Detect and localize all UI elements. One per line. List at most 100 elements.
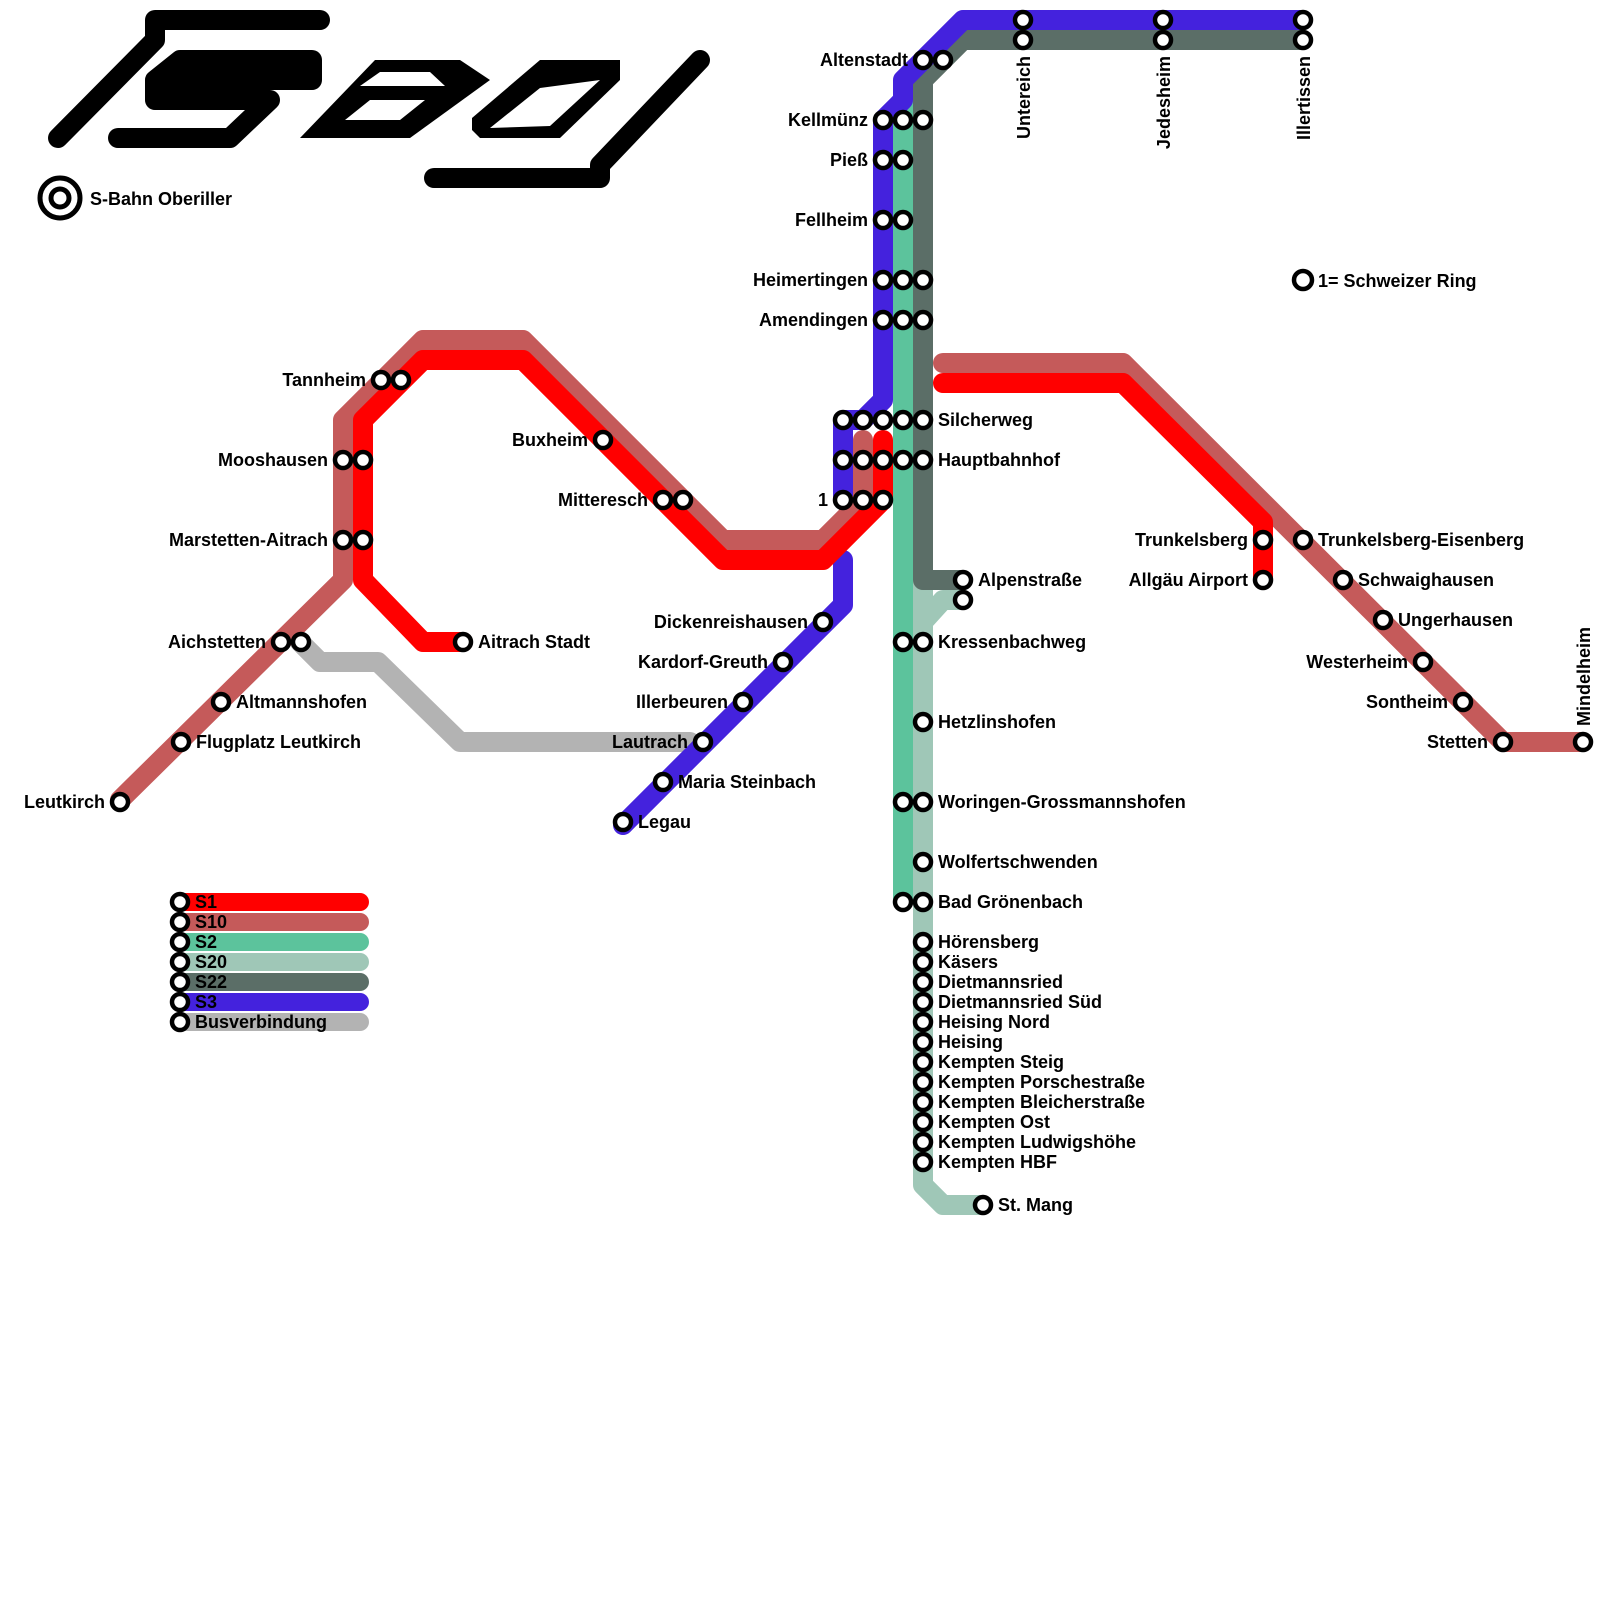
station-maria-steinbach[interactable]: Maria Steinbach bbox=[652, 771, 816, 793]
station-marstetten[interactable]: Marstetten-Aitrach bbox=[169, 529, 374, 551]
station-westerheim[interactable]: Westerheim bbox=[1306, 651, 1434, 673]
legend-label: S3 bbox=[195, 992, 217, 1012]
station-marker bbox=[592, 429, 614, 451]
line-s3-south bbox=[613, 550, 853, 835]
station-marker bbox=[912, 851, 934, 873]
station-label: Wolfertschwenden bbox=[938, 852, 1098, 872]
station-marker bbox=[892, 449, 914, 471]
station-marker bbox=[1332, 569, 1354, 591]
station-marker bbox=[652, 771, 674, 793]
station-kressenbachweg[interactable]: Kressenbachweg bbox=[892, 631, 1086, 653]
station-mooshausen[interactable]: Mooshausen bbox=[218, 449, 374, 471]
station-label: Kellmünz bbox=[788, 110, 868, 130]
station-marker bbox=[812, 611, 834, 633]
station-label: Jedesheim bbox=[1154, 56, 1174, 149]
station-tannheim[interactable]: Tannheim bbox=[282, 369, 412, 391]
station-stetten[interactable]: Stetten bbox=[1427, 731, 1514, 753]
station-label: Schwaighausen bbox=[1358, 570, 1494, 590]
legend-marker bbox=[169, 891, 191, 913]
station-marker bbox=[692, 731, 714, 753]
station-lautrach[interactable]: Lautrach bbox=[612, 731, 714, 753]
station-sontheim[interactable]: Sontheim bbox=[1366, 691, 1474, 713]
station-untereich[interactable]: Untereich bbox=[1012, 9, 1034, 139]
station-kempten-ost[interactable]: Kempten Ost bbox=[912, 1111, 1050, 1133]
station-woringen[interactable]: Woringen-Grossmannshofen bbox=[892, 791, 1186, 813]
station-label: Trunkelsberg-Eisenberg bbox=[1318, 530, 1524, 550]
station-dietmannsried-sued[interactable]: Dietmannsried Süd bbox=[912, 991, 1102, 1013]
station-amendingen[interactable]: Amendingen bbox=[759, 309, 934, 331]
legend-marker bbox=[169, 931, 191, 953]
station-buxheim[interactable]: Buxheim bbox=[512, 429, 614, 451]
station-label: Bad Grönenbach bbox=[938, 892, 1083, 912]
station-hauptbahnhof[interactable]: Hauptbahnhof bbox=[832, 449, 1061, 471]
station-marker bbox=[912, 269, 934, 291]
station-mitteresch[interactable]: Mitteresch bbox=[558, 489, 694, 511]
legend-label: S20 bbox=[195, 952, 227, 972]
station-mindelheim[interactable]: Mindelheim bbox=[1572, 627, 1594, 753]
station-marker bbox=[912, 1011, 934, 1033]
station-kempten-porsche[interactable]: Kempten Porschestraße bbox=[912, 1071, 1145, 1093]
station-kempten-hbf[interactable]: Kempten HBF bbox=[912, 1151, 1057, 1173]
station-label: Heising bbox=[938, 1032, 1003, 1052]
station-marker bbox=[912, 109, 934, 131]
station-marker bbox=[1292, 29, 1314, 51]
station-aitrach-stadt[interactable]: Aitrach Stadt bbox=[452, 631, 590, 653]
station-hoerensberg[interactable]: Hörensberg bbox=[912, 931, 1039, 953]
station-schwaighausen[interactable]: Schwaighausen bbox=[1332, 569, 1494, 591]
station-aichstetten[interactable]: Aichstetten bbox=[168, 631, 312, 653]
legend-label: S10 bbox=[195, 912, 227, 932]
station-marker bbox=[370, 369, 392, 391]
station-marker bbox=[1452, 691, 1474, 713]
station-label: Käsers bbox=[938, 952, 998, 972]
station-kempten-bleicher[interactable]: Kempten Bleicherstraße bbox=[912, 1091, 1145, 1113]
bus-route bbox=[290, 632, 700, 752]
station-label: Kempten Ost bbox=[938, 1112, 1050, 1132]
station-legau[interactable]: Legau bbox=[612, 811, 691, 833]
station-bad-groenenbach[interactable]: Bad Grönenbach bbox=[892, 891, 1083, 913]
station-kempten-steig[interactable]: Kempten Steig bbox=[912, 1051, 1064, 1073]
station-wolfertschwenden[interactable]: Wolfertschwenden bbox=[912, 851, 1098, 873]
sbo-logo-icon bbox=[48, 10, 710, 188]
station-silcherweg[interactable]: Silcherweg bbox=[832, 409, 1033, 431]
station-st-mang[interactable]: St. Mang bbox=[972, 1194, 1073, 1216]
station-label: Silcherweg bbox=[938, 410, 1033, 430]
station-altenstadt[interactable]: Altenstadt bbox=[820, 49, 954, 71]
station-illertissen[interactable]: Illertissen bbox=[1292, 9, 1314, 140]
station-flugplatz[interactable]: Flugplatz Leutkirch bbox=[170, 731, 361, 753]
station-marker bbox=[872, 149, 894, 171]
station-heimertingen[interactable]: Heimertingen bbox=[753, 269, 934, 291]
station-fellheim[interactable]: Fellheim bbox=[795, 209, 914, 231]
station-label: Hörensberg bbox=[938, 932, 1039, 952]
station-label: Trunkelsberg bbox=[1135, 530, 1248, 550]
station-kardorf[interactable]: Kardorf-Greuth bbox=[638, 651, 794, 673]
station-marker bbox=[210, 691, 232, 713]
station-trunkelsberg-eisenberg[interactable]: Trunkelsberg-Eisenberg bbox=[1292, 529, 1524, 551]
station-altmannshofen[interactable]: Altmannshofen bbox=[210, 691, 367, 713]
station-label: Lautrach bbox=[612, 732, 688, 752]
station-marker bbox=[912, 1091, 934, 1113]
station-kaesers[interactable]: Käsers bbox=[912, 951, 998, 973]
station-marker bbox=[932, 49, 954, 71]
station-kempten-ludwig[interactable]: Kempten Ludwigshöhe bbox=[912, 1131, 1136, 1153]
station-kellmuenz[interactable]: Kellmünz bbox=[788, 109, 934, 131]
station-marker bbox=[270, 631, 292, 653]
station-schweizer-ring[interactable]: 1 bbox=[818, 489, 894, 511]
station-ungerhausen[interactable]: Ungerhausen bbox=[1372, 609, 1513, 631]
station-jedesheim[interactable]: Jedesheim bbox=[1152, 9, 1174, 149]
station-heising[interactable]: Heising bbox=[912, 1031, 1003, 1053]
station-piess[interactable]: Pieß bbox=[830, 149, 914, 171]
station-illerbeuren[interactable]: Illerbeuren bbox=[636, 691, 754, 713]
station-alpenstrasse[interactable]: Alpenstraße bbox=[952, 569, 1082, 611]
station-leutkirch[interactable]: Leutkirch bbox=[24, 791, 131, 813]
station-marker bbox=[872, 489, 894, 511]
station-hetzlinshofen[interactable]: Hetzlinshofen bbox=[912, 711, 1056, 733]
station-dietmannsried[interactable]: Dietmannsried bbox=[912, 971, 1063, 993]
station-heising-nord[interactable]: Heising Nord bbox=[912, 1011, 1050, 1033]
station-label: Mindelheim bbox=[1574, 627, 1594, 726]
station-dickenreishausen[interactable]: Dickenreishausen bbox=[654, 611, 834, 633]
station-allgaeu-airport[interactable]: Allgäu Airport bbox=[1129, 569, 1274, 591]
station-trunkelsberg[interactable]: Trunkelsberg bbox=[1135, 529, 1274, 551]
station-marker bbox=[832, 449, 854, 471]
legend-label: S22 bbox=[195, 972, 227, 992]
station-label: Dietmannsried bbox=[938, 972, 1063, 992]
